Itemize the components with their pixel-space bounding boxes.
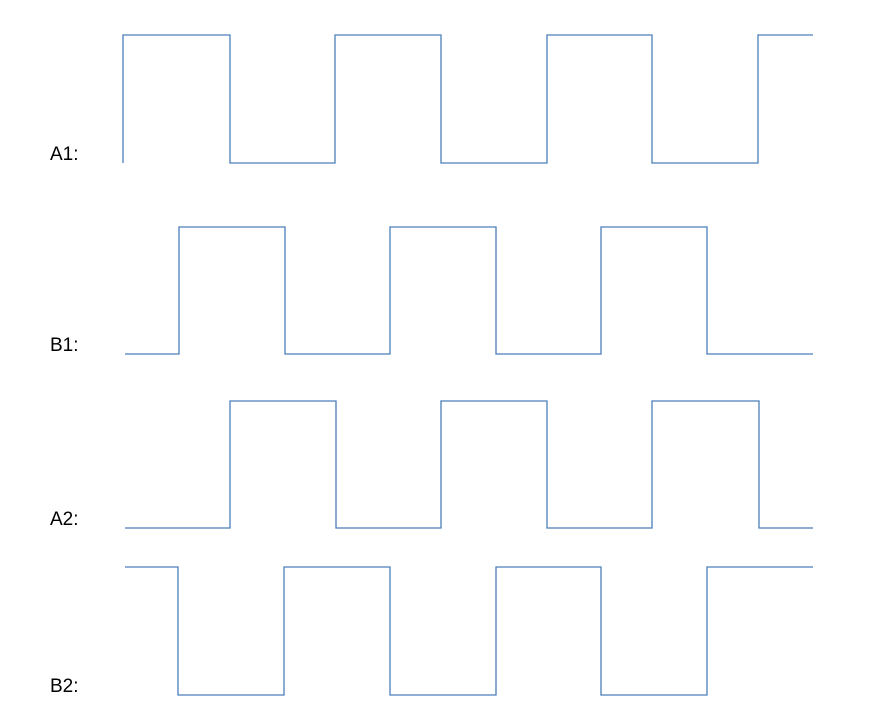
signal-label-b2: B2: [50,676,79,697]
waveform-a1 [122,34,813,164]
signal-label-a1: A1: [50,144,79,165]
signal-label-a2: A2: [50,509,79,530]
signal-b1: B1: [50,226,813,356]
signal-label-b1: B1: [50,335,79,356]
signal-b2: B2: [50,566,813,697]
signal-a1: A1: [50,34,813,165]
signal-a2: A2: [50,400,813,530]
waveform-a2 [125,400,813,529]
waveform-b1 [125,226,813,355]
waveform-b2 [125,566,813,696]
